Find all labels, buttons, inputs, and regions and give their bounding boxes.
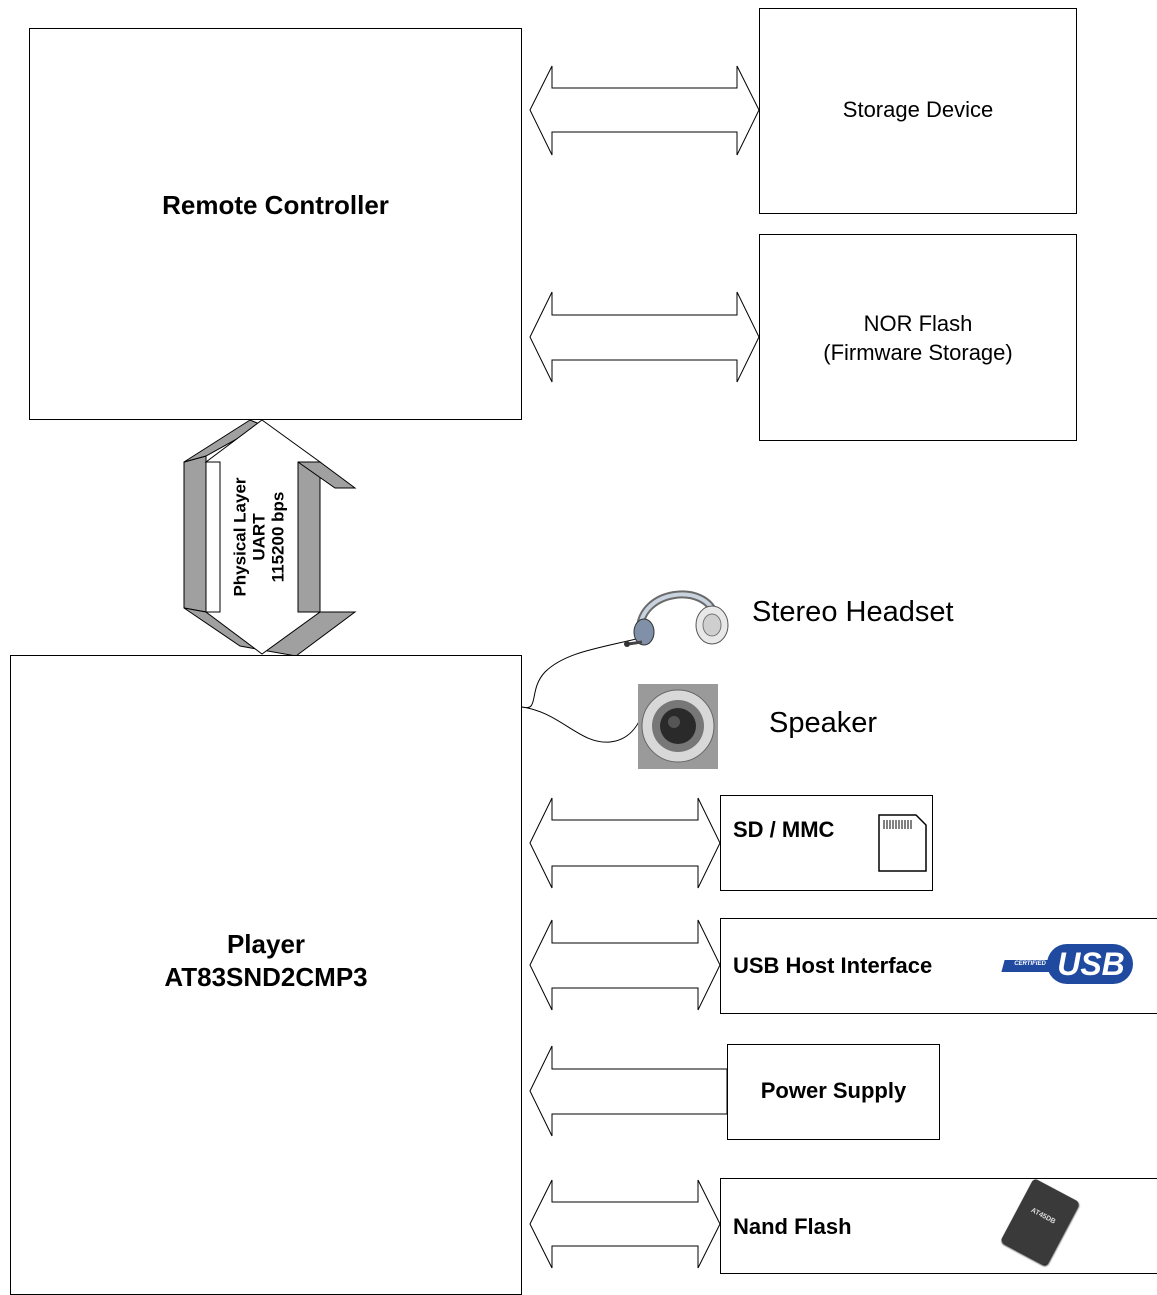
nand-flash-block <box>720 1178 1157 1274</box>
player-block <box>10 655 522 1295</box>
nor-flash-block <box>759 234 1077 441</box>
speaker-icon <box>638 684 718 769</box>
sd-mmc-label: SD / MMC <box>733 817 835 842</box>
usb-logo-text: USB <box>1057 946 1125 982</box>
player-label: Player AT83SND2CMP3 <box>10 928 522 994</box>
remote-controller-block <box>29 28 522 420</box>
storage-device-label: Storage Device <box>842 97 994 122</box>
headset-icon <box>624 590 729 647</box>
power-supply-label: Power Supply <box>760 1078 907 1103</box>
uart-3d-arrow <box>183 419 357 657</box>
storage-device-block <box>759 8 1077 214</box>
sd-mmc-bidirectional-arrow <box>529 797 721 889</box>
player-title: Player <box>226 929 306 959</box>
nor-flash-subtitle: (Firmware Storage) <box>823 340 1013 365</box>
nand-flash-bidirectional-arrow <box>529 1179 721 1269</box>
usb-host-label: USB Host Interface <box>733 953 933 978</box>
uart-link-line3: 115200 bps <box>268 491 288 583</box>
usb-logo-certified: CERTIFIED <box>1014 961 1046 967</box>
sd-card-icon <box>878 814 927 872</box>
headset-label: Stereo Headset <box>752 596 954 628</box>
uart-link-line2: UART <box>249 513 269 561</box>
power-supply-block <box>727 1044 940 1140</box>
remote-controller-label: Remote Controller <box>162 190 389 220</box>
nor-flash-bidirectional-arrow <box>529 291 760 383</box>
uart-link-line1: Physical Layer <box>230 477 250 597</box>
uart-link-label: Physical Layer UART 115200 bps <box>231 477 288 596</box>
usb-logo: CERTIFIED USB <box>1001 944 1135 986</box>
nand-flash-label: Nand Flash <box>733 1214 852 1239</box>
nor-flash-label: NOR Flash (Firmware Storage) <box>759 309 1077 367</box>
player-model: AT83SND2CMP3 <box>164 962 368 992</box>
storage-bidirectional-arrow <box>529 65 760 156</box>
nand-chip-text: AT45DB <box>1029 1206 1057 1226</box>
usb-bidirectional-arrow <box>529 919 721 1011</box>
audio-cable <box>521 637 643 743</box>
speaker-label: Speaker <box>769 707 878 739</box>
usb-host-block <box>720 918 1157 1014</box>
power-supply-arrow <box>529 1045 728 1137</box>
nor-flash-title: NOR Flash <box>863 311 973 336</box>
